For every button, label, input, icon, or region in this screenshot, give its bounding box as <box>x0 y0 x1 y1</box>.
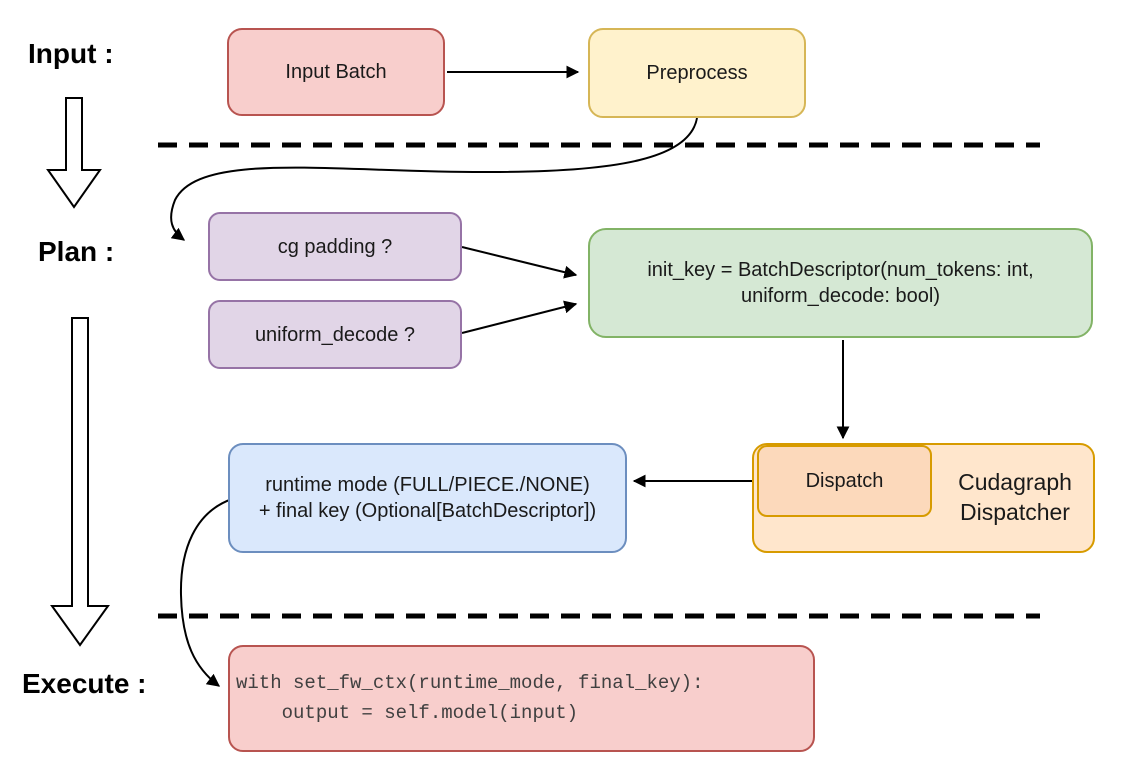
arrow-cg-padding-to-init-key <box>461 246 578 279</box>
stage-arrow-plan-icon <box>50 317 110 647</box>
execute-code-line-1: with set_fw_ctx(runtime_mode, final_key)… <box>236 672 704 695</box>
execute-code-line-2: output = self.model(input) <box>236 701 579 724</box>
stage-arrow-input-icon <box>46 97 102 209</box>
stage-label-input: Input : <box>28 38 114 69</box>
runtime-mode-line-1: runtime mode (FULL/PIECE./NONE) <box>265 474 590 496</box>
node-cg-padding: cg padding ? <box>208 212 462 281</box>
cudagraph-dispatcher-label: Cudagraph Dispatcher <box>935 443 1095 553</box>
node-init-key: init_key = BatchDescriptor(num_tokens: i… <box>588 228 1093 338</box>
init-key-line-1: init_key = BatchDescriptor(num_tokens: i… <box>647 259 1034 281</box>
init-key-line-2: uniform_decode: bool) <box>740 285 940 307</box>
stage-label-plan: Plan : <box>38 236 115 267</box>
node-input-batch: Input Batch <box>227 28 445 116</box>
node-preprocess: Preprocess <box>588 28 806 118</box>
node-uniform-decode: uniform_decode ? <box>208 300 462 369</box>
arrow-uniform-decode-to-init-key <box>461 300 578 334</box>
arrow-runtime-mode-to-execute-code <box>179 498 233 687</box>
arrow-preprocess-to-cg-padding <box>170 117 698 241</box>
cudagraph-label-line-2: Dispatcher <box>960 499 1070 525</box>
cudagraph-label-line-1: Cudagraph <box>958 469 1072 496</box>
node-execute-code: with set_fw_ctx(runtime_mode, final_key)… <box>228 645 815 752</box>
runtime-mode-line-2: + final key (Optional[BatchDescriptor]) <box>258 500 597 522</box>
stage-label-execute: Execute : <box>22 668 147 699</box>
node-dispatch: Dispatch <box>757 445 932 517</box>
node-runtime-mode: runtime mode (FULL/PIECE./NONE) + final … <box>228 443 627 553</box>
